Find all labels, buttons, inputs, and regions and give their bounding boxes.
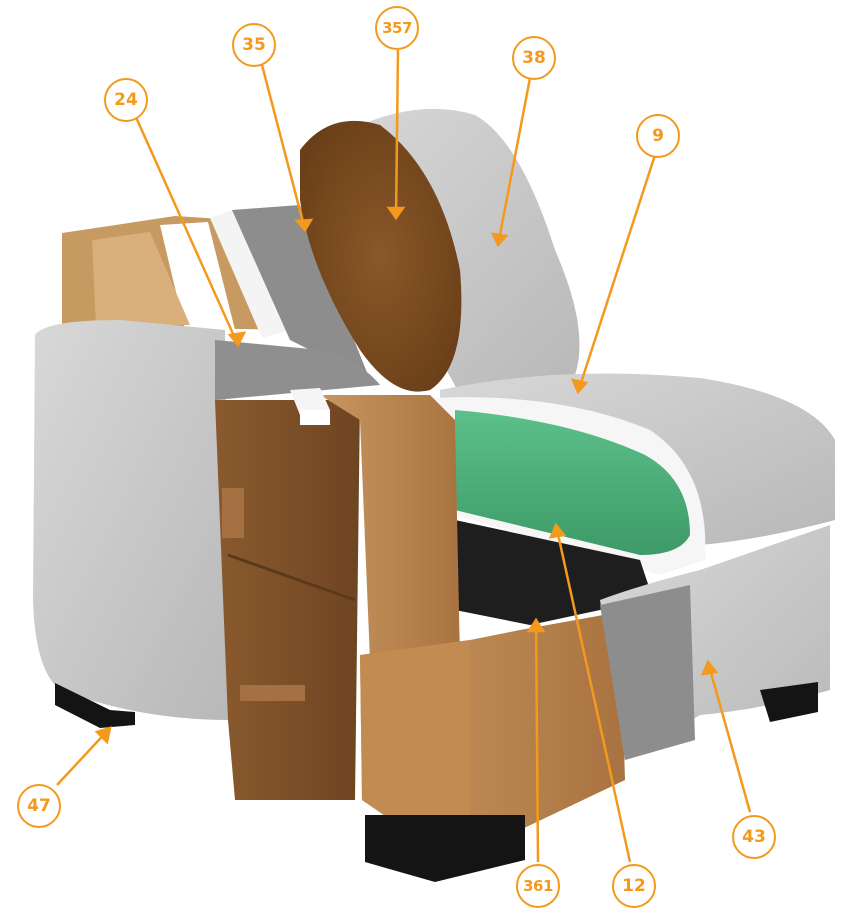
callout-38: 38 [512,36,556,80]
left-arm [33,320,230,720]
callout-361: 361 [516,864,560,908]
callout-9: 9 [636,114,680,158]
callout-357: 357 [375,6,419,50]
callout-35: 35 [232,23,276,67]
callout-24: 24 [104,78,148,122]
callout-12: 12 [612,864,656,908]
callout-43: 43 [732,815,776,859]
callout-47: 47 [17,784,61,828]
